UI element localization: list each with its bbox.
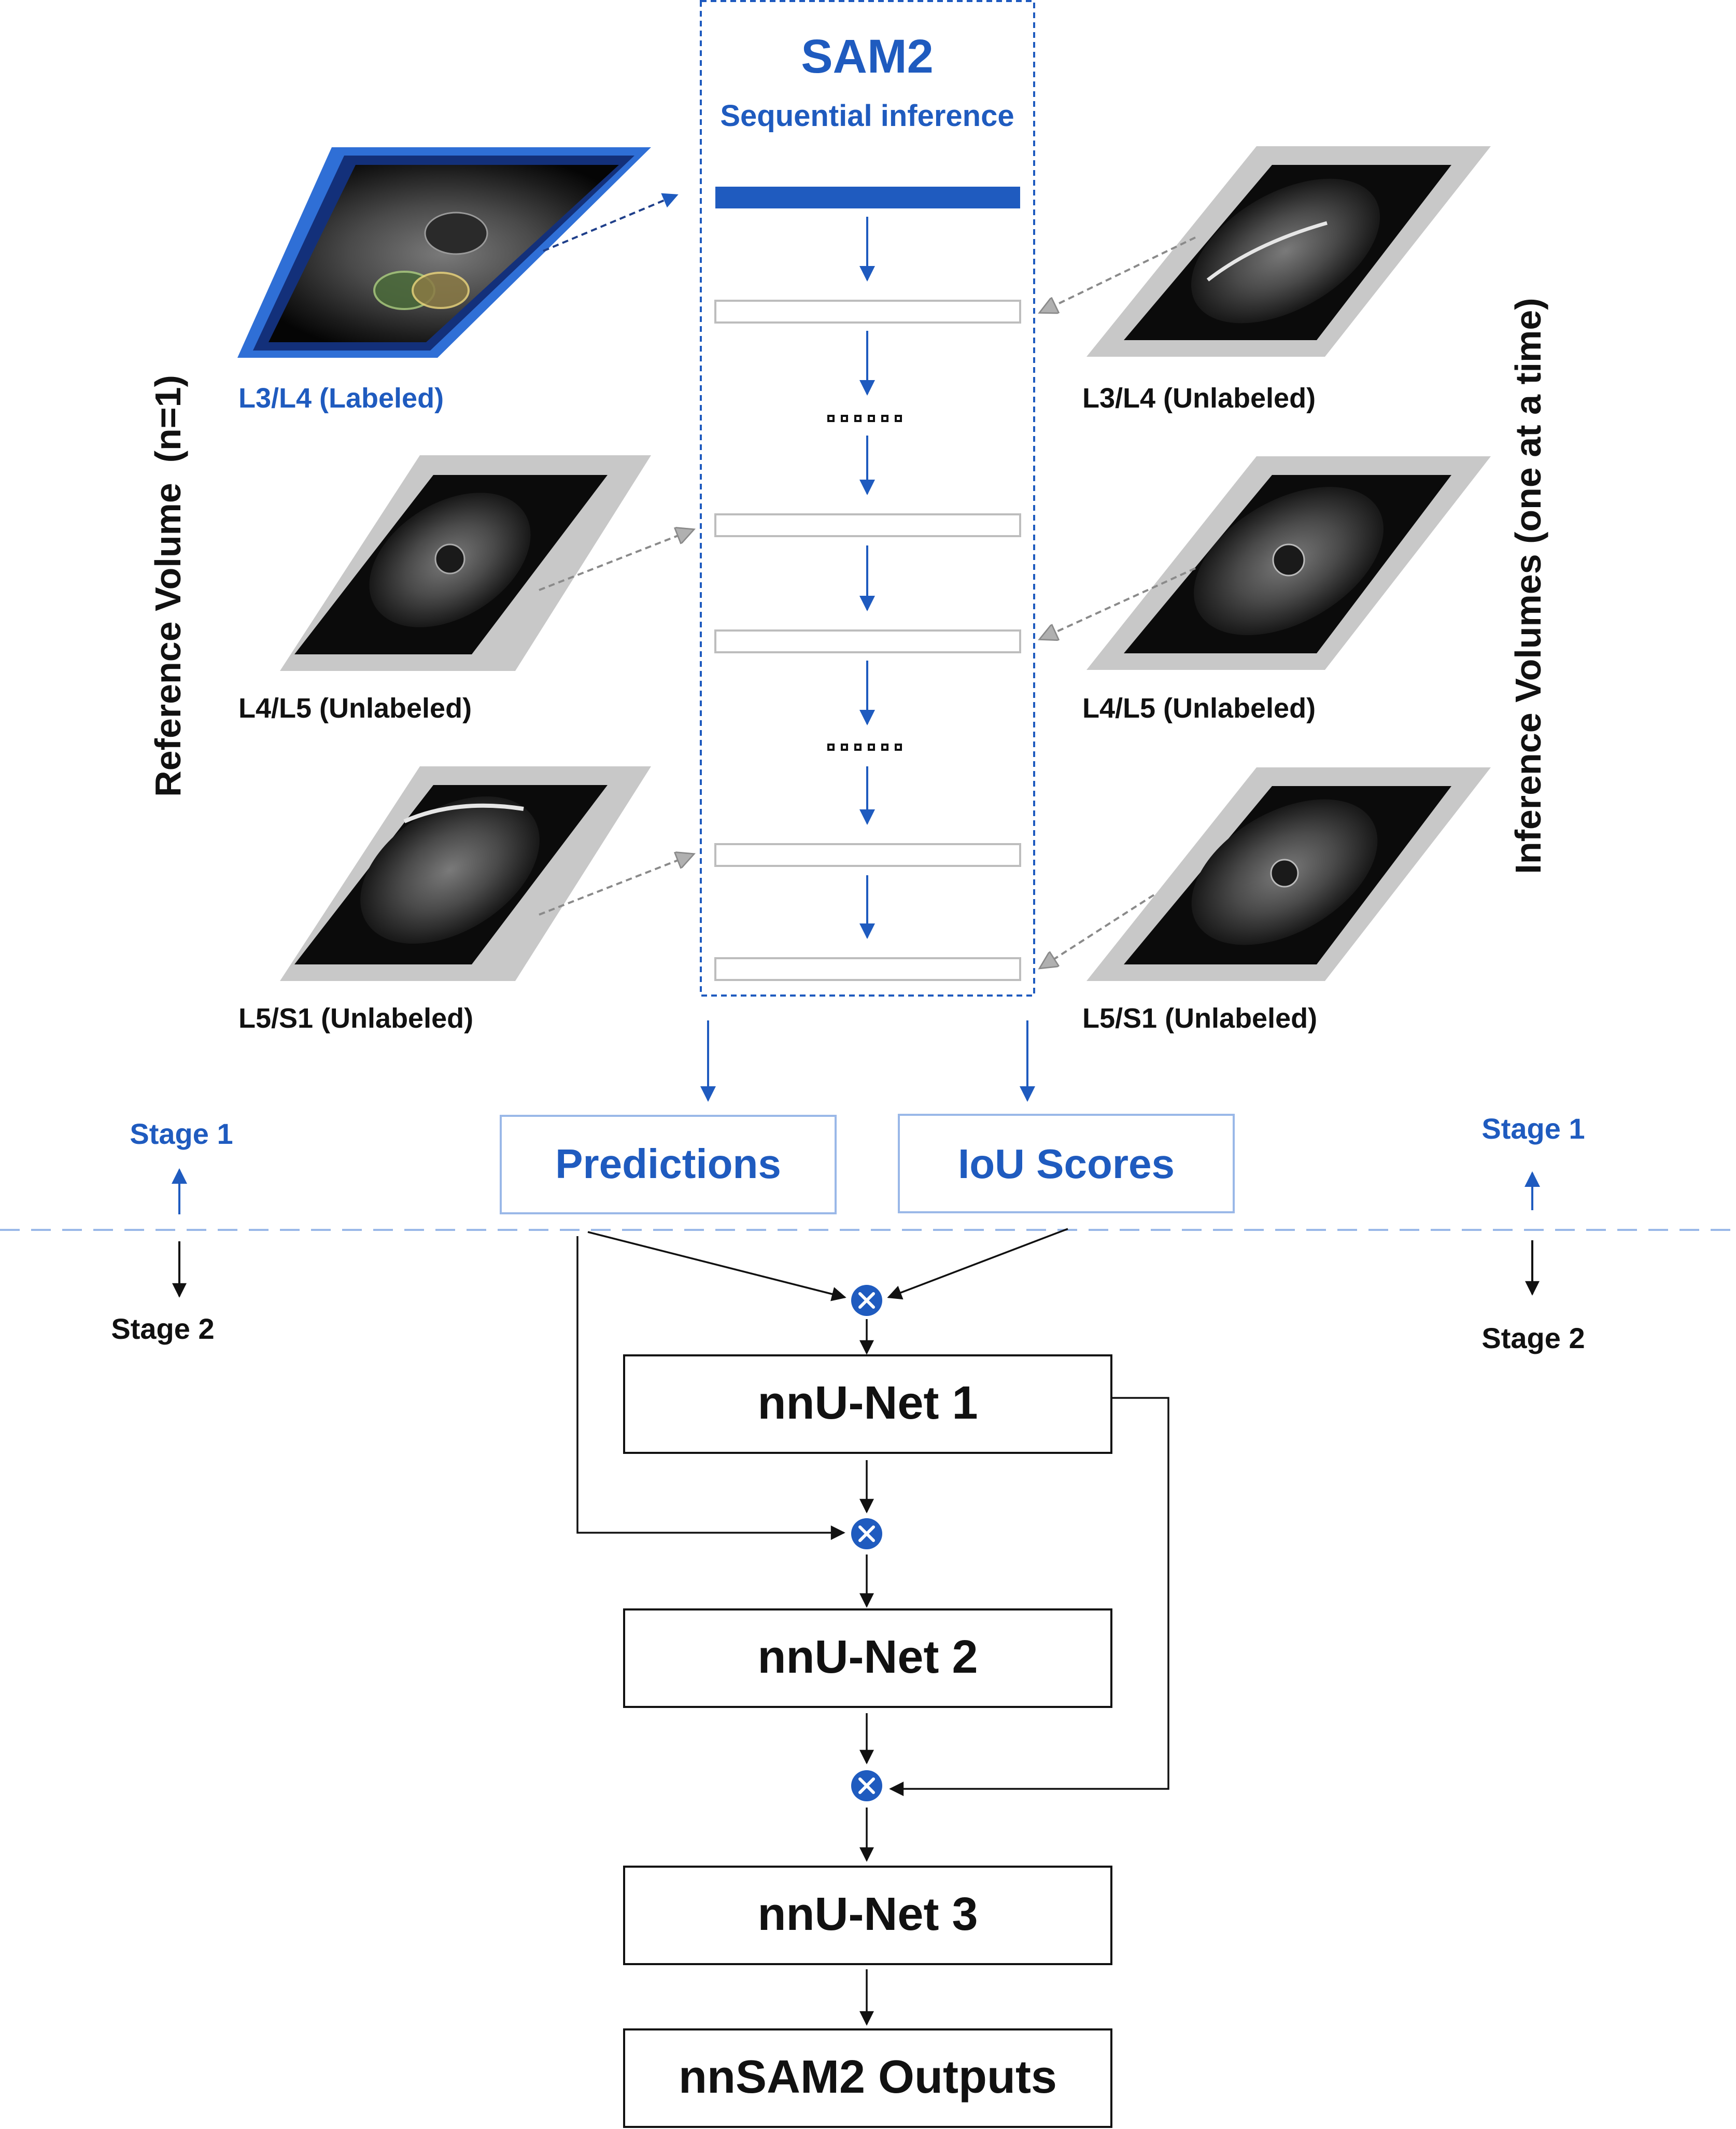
sam2-panel: SAM2 Sequential inference <box>700 0 1035 997</box>
multiply-node-icon <box>851 1770 882 1801</box>
nnunet-2-box: nnU-Net 2 <box>623 1608 1112 1708</box>
inference-slice-l4l5 <box>1086 456 1491 670</box>
reference-slice-l3l4 <box>237 147 651 358</box>
memory-slot <box>714 513 1021 537</box>
memory-slot <box>714 957 1021 981</box>
ellipsis-marker <box>827 415 902 422</box>
memory-slot <box>714 843 1021 867</box>
stage1-label-left: Stage 1 <box>130 1117 233 1150</box>
reference-volume-label: Reference Volume (n=1) <box>148 375 188 797</box>
nnunet-3-box: nnU-Net 3 <box>623 1866 1112 1965</box>
reference-slice-l4l5 <box>280 455 651 671</box>
stage2-label-right: Stage 2 <box>1481 1322 1585 1354</box>
nnunet-1-box: nnU-Net 1 <box>623 1354 1112 1454</box>
inference-slice-l3l4 <box>1086 146 1491 357</box>
nnunet-2-label: nnU-Net 2 <box>758 1631 978 1683</box>
sam2-subtitle: Sequential inference <box>720 99 1014 133</box>
memory-slot <box>714 629 1021 653</box>
reference-label-l4l5: L4/L5 (Unlabeled) <box>238 693 472 724</box>
multiply-node-icon <box>851 1285 882 1316</box>
sam2-title: SAM2 <box>801 30 934 83</box>
inference-volume-label: Inference Volumes (one at a time) <box>1508 298 1548 874</box>
inference-label-l5s1: L5/S1 (Unlabeled) <box>1082 1003 1317 1034</box>
pipeline-connectors <box>576 1228 1169 2026</box>
multiply-node-icon <box>851 1518 882 1549</box>
sam2-output-arrows <box>700 1020 1035 1102</box>
predictions-label: Predictions <box>555 1141 781 1187</box>
ellipsis-marker <box>827 744 902 751</box>
inference-slice-l5s1 <box>1086 767 1491 981</box>
nnsam2-outputs-label: nnSAM2 Outputs <box>679 2051 1057 2103</box>
iou-scores-label: IoU Scores <box>958 1141 1175 1187</box>
nnsam2-outputs-box: nnSAM2 Outputs <box>623 2028 1112 2128</box>
iou-scores-box: IoU Scores <box>898 1114 1235 1213</box>
reference-label-l5s1: L5/S1 (Unlabeled) <box>238 1003 473 1034</box>
inference-label-l3l4: L3/L4 (Unlabeled) <box>1082 383 1316 414</box>
nnunet-3-label: nnU-Net 3 <box>758 1888 978 1940</box>
stage1-label-right: Stage 1 <box>1481 1112 1585 1145</box>
stage2-label-left: Stage 2 <box>111 1312 214 1345</box>
predictions-box: Predictions <box>500 1115 837 1214</box>
reference-slice-l5s1 <box>280 766 651 981</box>
nnunet-1-label: nnU-Net 1 <box>758 1377 978 1429</box>
reference-label-l3l4: L3/L4 (Labeled) <box>238 383 444 414</box>
inference-label-l4l5: L4/L5 (Unlabeled) <box>1082 693 1316 724</box>
memory-slot-filled <box>715 187 1020 208</box>
memory-slot <box>714 300 1021 324</box>
slice-input-arrows <box>539 193 1196 968</box>
